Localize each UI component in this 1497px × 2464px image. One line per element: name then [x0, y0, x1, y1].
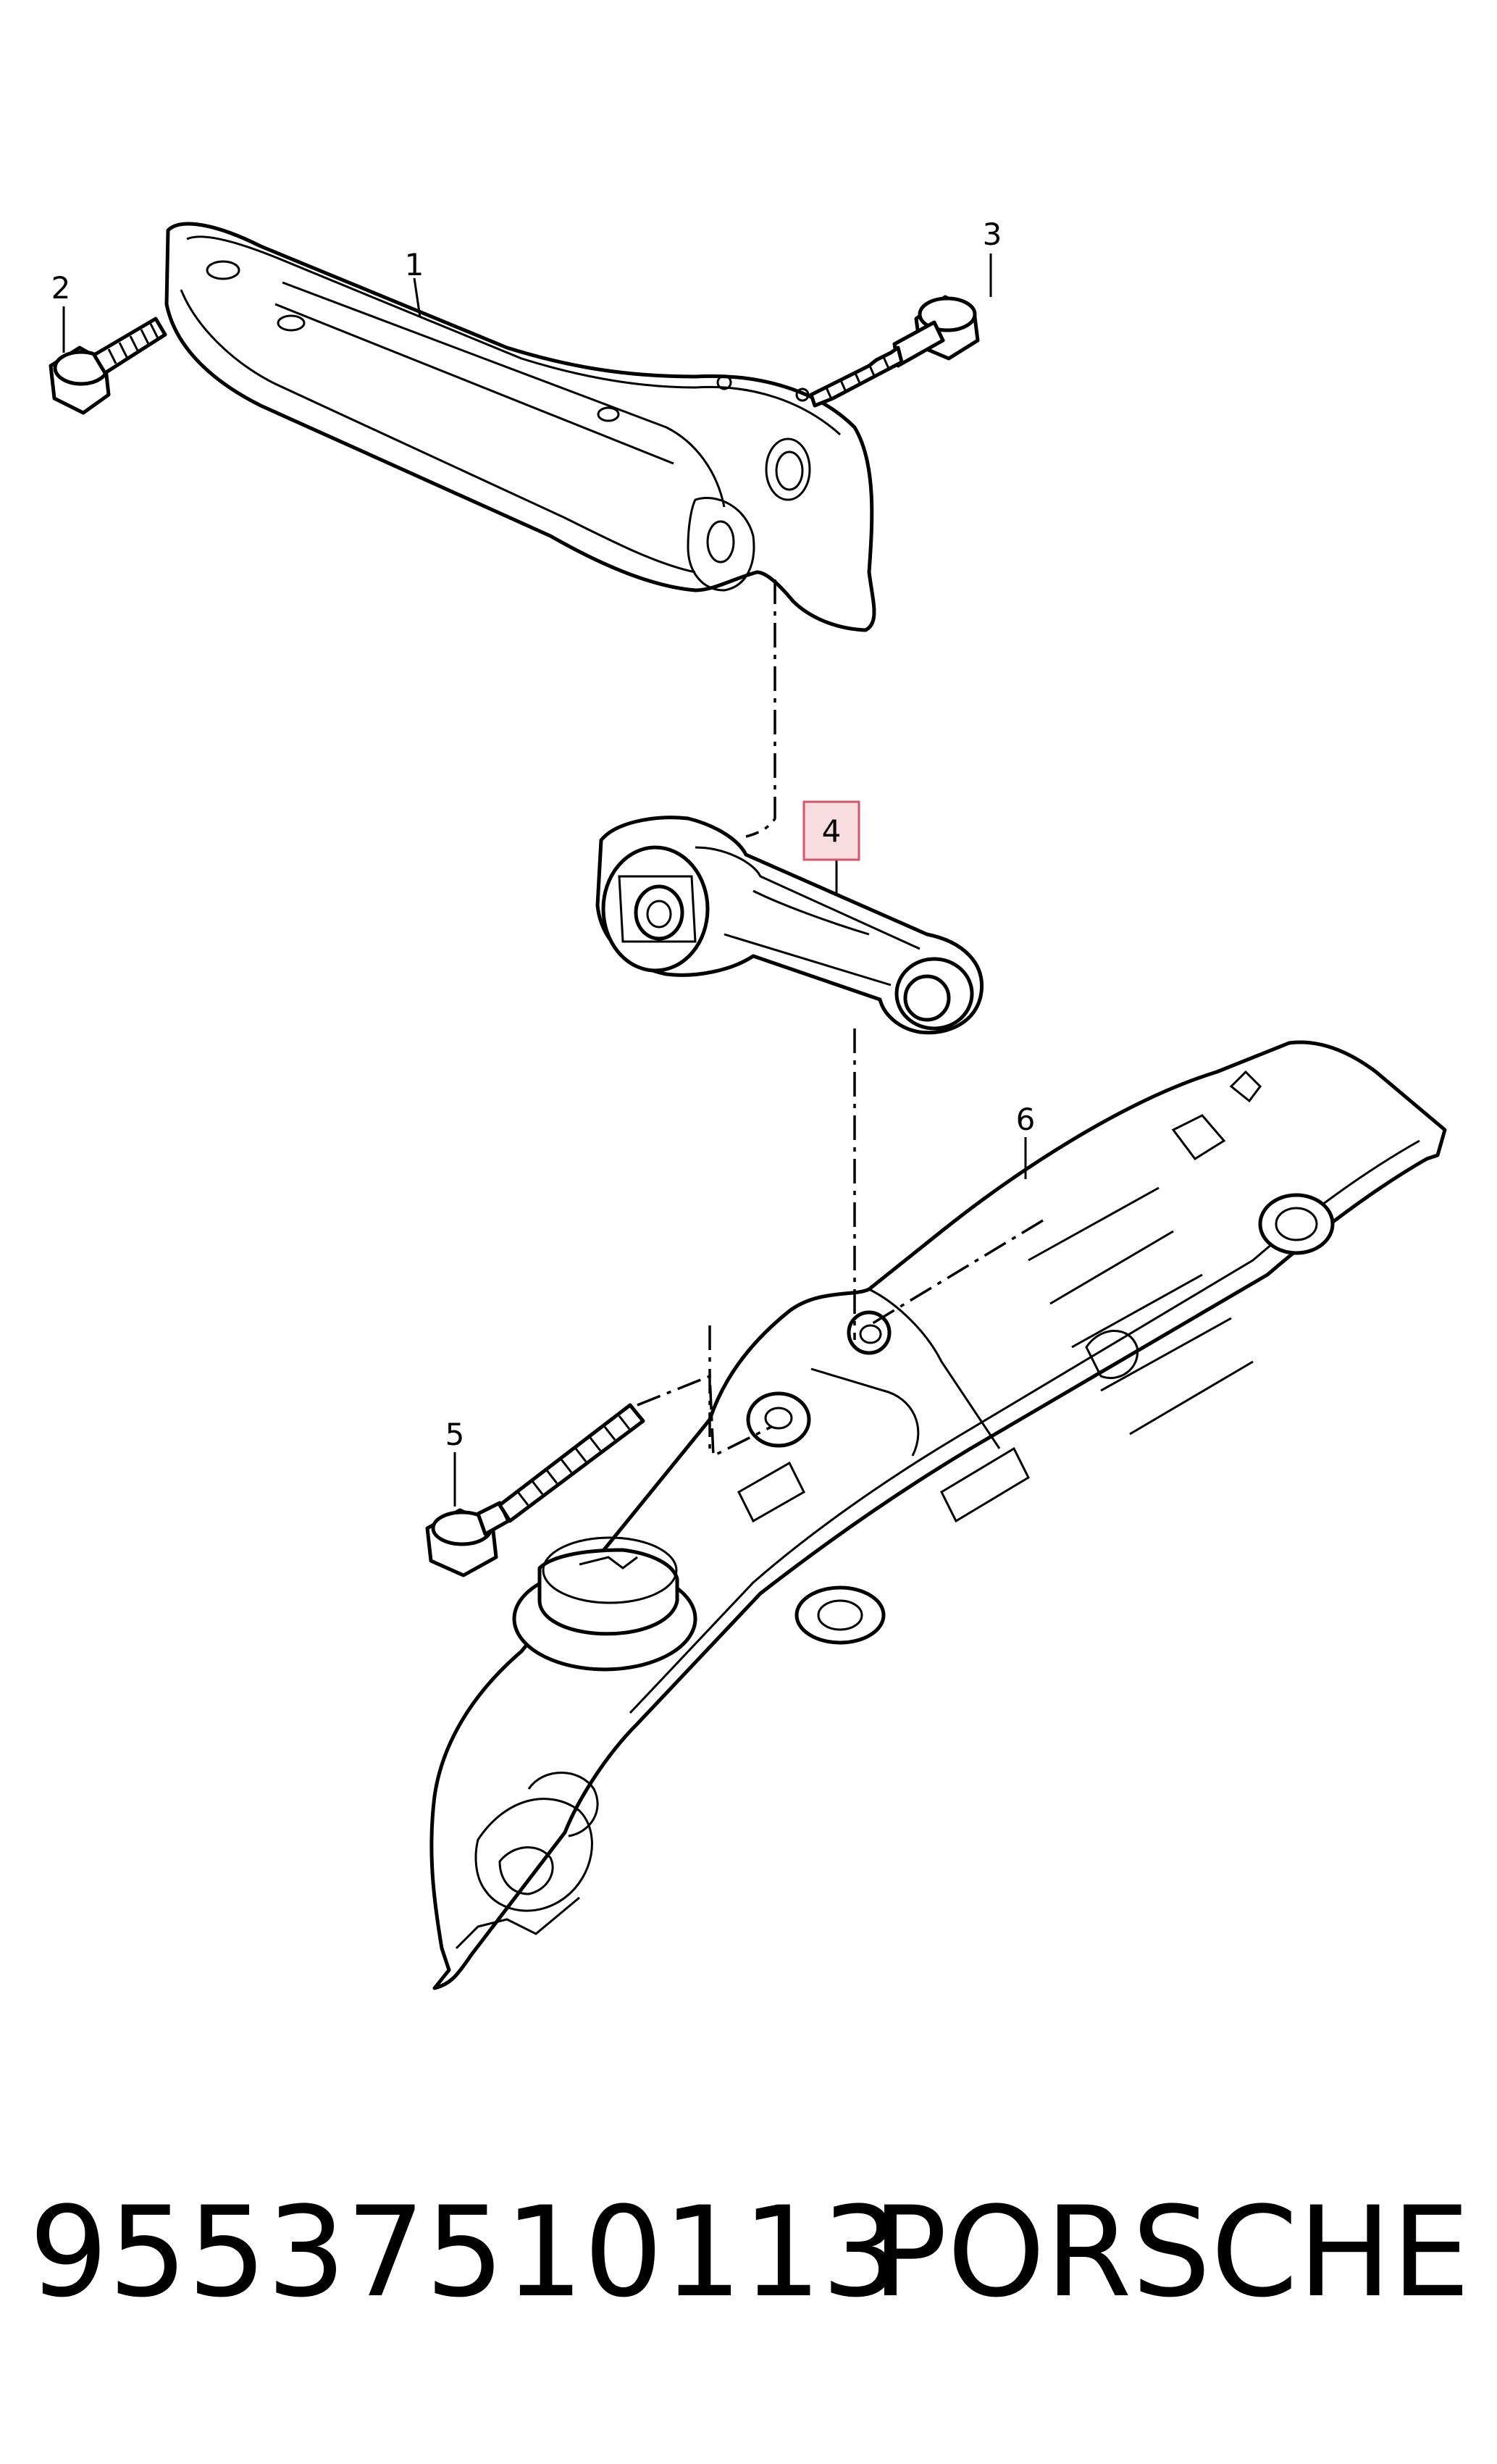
part-number: 95537510113 — [29, 2179, 901, 2325]
callout-3-label: 3 — [983, 217, 1002, 252]
brand-name: PORSCHE — [872, 2179, 1470, 2325]
callout-4[interactable]: 4 — [802, 800, 860, 861]
callout-4-label: 4 — [822, 813, 842, 849]
callout-3[interactable]: 3 — [983, 217, 1002, 252]
engine-housing — [429, 1040, 1447, 1990]
part-1-support-bracket — [164, 222, 876, 632]
part-4-torque-strut — [595, 816, 984, 1035]
leader-lines — [62, 253, 1027, 1507]
callout-2[interactable]: 2 — [51, 270, 71, 306]
callout-6[interactable]: 6 — [1016, 1102, 1036, 1137]
part-3-bolt — [809, 295, 980, 408]
callout-5[interactable]: 5 — [445, 1417, 465, 1452]
callout-6-label: 6 — [1016, 1102, 1036, 1137]
part-5-long-bolt — [425, 1403, 645, 1577]
oil-filler-cap — [512, 1536, 697, 1672]
callout-5-label: 5 — [445, 1417, 465, 1452]
part-2-bolt — [49, 317, 167, 415]
callout-2-label: 2 — [51, 270, 71, 306]
callout-1-label: 1 — [405, 247, 424, 282]
callout-4-highlight-box — [802, 800, 860, 861]
part-caption: 95537510113 PORSCHE — [29, 2180, 1470, 2325]
callout-1[interactable]: 1 — [405, 247, 424, 282]
assembly-axis-lines — [637, 579, 1044, 1458]
